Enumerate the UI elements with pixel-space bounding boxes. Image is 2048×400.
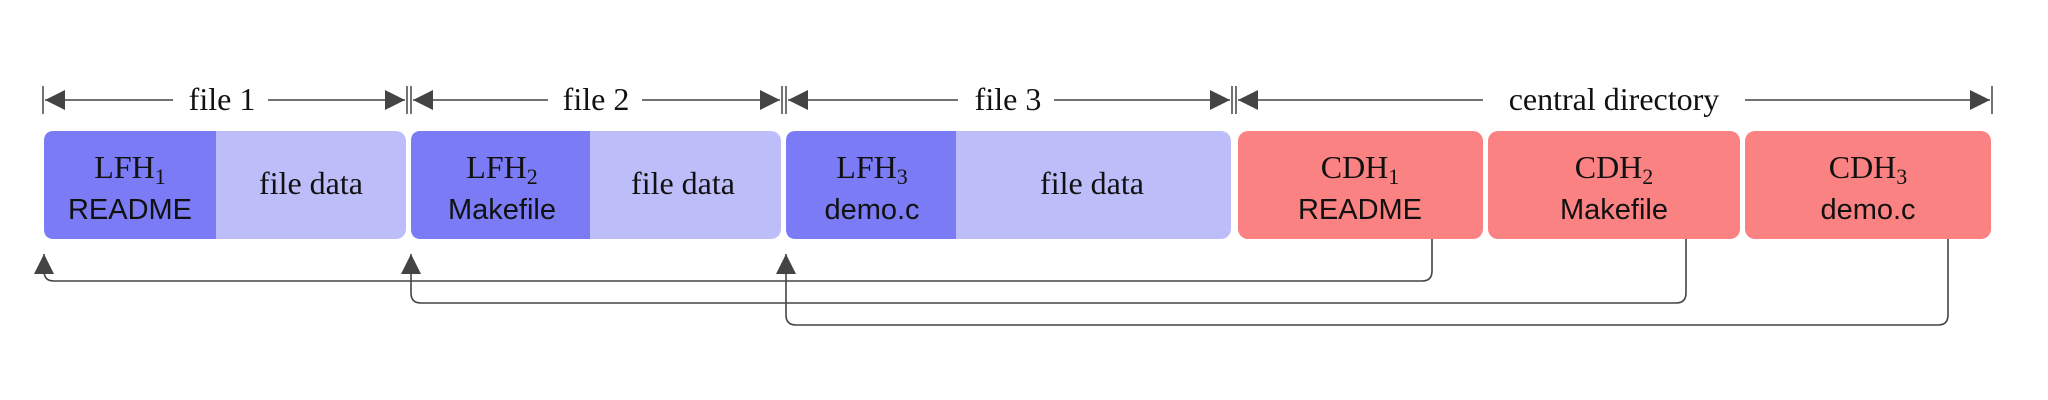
cdh-1-filename: README <box>1298 194 1422 226</box>
cdh-3-box <box>1745 131 1991 239</box>
cdh-3-to-lfh-3-arrow <box>776 239 1949 326</box>
lfh-1-filename: README <box>68 194 192 226</box>
lfh-3-box <box>786 131 956 239</box>
span-central-label: central directory <box>1509 81 1720 117</box>
lfh-3-label: LFH <box>836 149 896 185</box>
cdh-3-title: CDH3 <box>1829 149 1908 189</box>
span-file-2: file 2 <box>413 81 780 117</box>
lfh-3-title: LFH3 <box>836 149 907 189</box>
cdh-2-label: CDH <box>1575 149 1643 185</box>
cdh-1-to-lfh-1-arrow <box>34 239 1433 282</box>
cdh-1-box <box>1238 131 1483 239</box>
cdh-3-filename: demo.c <box>1820 194 1915 226</box>
lfh-2-subscript: 2 <box>527 164 538 189</box>
cdh-3-label: CDH <box>1829 149 1897 185</box>
cdh-2-subscript: 2 <box>1642 164 1653 189</box>
file-2-block: LFH2 Makefile file data <box>411 131 781 239</box>
cdh-2-filename: Makefile <box>1560 194 1668 226</box>
cdh-2-box <box>1488 131 1740 239</box>
file-3-block: LFH3 demo.c file data <box>786 131 1231 239</box>
file-1-block: LFH1 README file data <box>44 131 406 239</box>
lfh-2-label: LFH <box>466 149 526 185</box>
cdh-1-label: CDH <box>1321 149 1389 185</box>
lfh-1-label: LFH <box>94 149 154 185</box>
cdh-2-title: CDH2 <box>1575 149 1654 189</box>
file-1-data-label: file data <box>259 165 363 201</box>
span-lines <box>42 86 1993 114</box>
lfh-1-box <box>44 131 216 239</box>
cdh-2-block: CDH2 Makefile <box>1488 131 1740 239</box>
lfh-2-title: LFH2 <box>466 149 537 189</box>
lfh-3-subscript: 3 <box>897 164 908 189</box>
lfh-1-subscript: 1 <box>155 164 166 189</box>
lfh-3-filename: demo.c <box>824 194 919 226</box>
span-file-3-label: file 3 <box>975 81 1042 117</box>
lfh-1-title: LFH1 <box>94 149 165 189</box>
span-file-2-label: file 2 <box>563 81 630 117</box>
cdh-1-title: CDH1 <box>1321 149 1400 189</box>
lfh-2-filename: Makefile <box>448 194 556 226</box>
lfh-2-box <box>411 131 590 239</box>
cdh-1-block: CDH1 README <box>1238 131 1483 239</box>
cdh-1-subscript: 1 <box>1388 164 1399 189</box>
span-central-directory: central directory <box>1238 81 1990 117</box>
span-file-3: file 3 <box>788 81 1230 117</box>
cdh-3-block: CDH3 demo.c <box>1745 131 1991 239</box>
file-3-data-label: file data <box>1040 165 1144 201</box>
file-2-data-label: file data <box>631 165 735 201</box>
reference-arrows <box>34 239 1949 326</box>
cdh-3-subscript: 3 <box>1896 164 1907 189</box>
span-file-1: file 1 <box>45 81 405 117</box>
span-file-1-label: file 1 <box>189 81 256 117</box>
cdh-2-to-lfh-2-arrow <box>401 239 1687 304</box>
